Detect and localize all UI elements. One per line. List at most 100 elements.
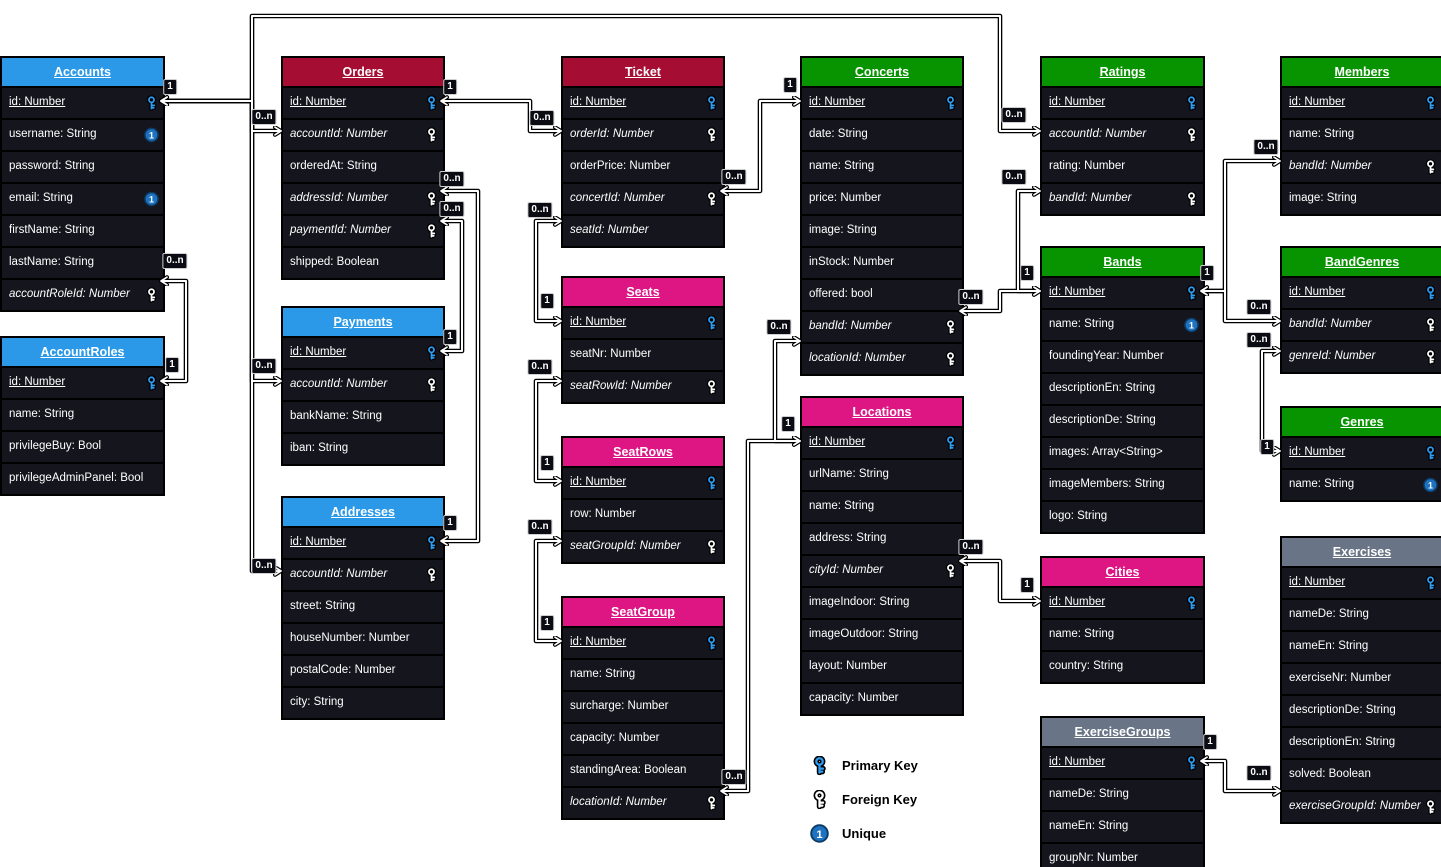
- field-row[interactable]: id: Number: [563, 626, 723, 658]
- field-row[interactable]: standingArea: Boolean: [563, 754, 723, 786]
- field-row[interactable]: name: String: [1042, 618, 1203, 650]
- field-row[interactable]: id: Number: [1042, 276, 1203, 308]
- field-row[interactable]: concertId: Number: [563, 182, 723, 214]
- field-row[interactable]: id: Number: [1042, 746, 1203, 778]
- field-row[interactable]: accountId: Number: [1042, 118, 1203, 150]
- entity-concerts[interactable]: Concerts id: Number date: String name: S…: [800, 56, 964, 376]
- field-row[interactable]: locationId: Number: [563, 786, 723, 818]
- field-row[interactable]: exerciseNr: Number: [1282, 662, 1441, 694]
- entity-title[interactable]: Bands: [1042, 248, 1203, 276]
- field-row[interactable]: groupNr: Number: [1042, 842, 1203, 867]
- field-row[interactable]: addressId: Number: [283, 182, 443, 214]
- entity-title[interactable]: AccountRoles: [2, 338, 163, 366]
- entity-title[interactable]: Addresses: [283, 498, 443, 526]
- entity-title[interactable]: Ticket: [563, 58, 723, 86]
- field-row[interactable]: imageMembers: String: [1042, 468, 1203, 500]
- field-row[interactable]: nameEn: String: [1042, 810, 1203, 842]
- field-row[interactable]: bandId: Number: [802, 310, 962, 342]
- field-row[interactable]: row: Number: [563, 498, 723, 530]
- field-row[interactable]: country: String: [1042, 650, 1203, 682]
- entity-title[interactable]: Accounts: [2, 58, 163, 86]
- field-row[interactable]: solved: Boolean: [1282, 758, 1441, 790]
- field-row[interactable]: descriptionEn: String: [1282, 726, 1441, 758]
- entity-ticket[interactable]: Ticket id: Number orderId: Number orderP…: [561, 56, 725, 248]
- field-row[interactable]: price: Number: [802, 182, 962, 214]
- field-row[interactable]: capacity: Number: [802, 682, 962, 714]
- field-row[interactable]: image: String: [802, 214, 962, 246]
- field-row[interactable]: id: Number: [563, 86, 723, 118]
- field-row[interactable]: descriptionEn: String: [1042, 372, 1203, 404]
- field-row[interactable]: surcharge: Number: [563, 690, 723, 722]
- entity-title[interactable]: SeatGroup: [563, 598, 723, 626]
- field-row[interactable]: name: String: [563, 658, 723, 690]
- field-row[interactable]: id: Number: [802, 426, 962, 458]
- field-row[interactable]: iban: String: [283, 432, 443, 464]
- field-row[interactable]: id: Number: [2, 86, 163, 118]
- field-row[interactable]: name: String: [1282, 118, 1441, 150]
- entity-title[interactable]: Members: [1282, 58, 1441, 86]
- field-row[interactable]: bankName: String: [283, 400, 443, 432]
- field-row[interactable]: houseNumber: Number: [283, 622, 443, 654]
- field-row[interactable]: lastName: String: [2, 246, 163, 278]
- field-row[interactable]: descriptionDe: String: [1042, 404, 1203, 436]
- entity-accounts[interactable]: Accounts id: Number username: String 1 p…: [0, 56, 165, 312]
- field-row[interactable]: street: String: [283, 590, 443, 622]
- field-row[interactable]: username: String 1: [2, 118, 163, 150]
- entity-seatgroup[interactable]: SeatGroup id: Number name: String surcha…: [561, 596, 725, 820]
- field-row[interactable]: shipped: Boolean: [283, 246, 443, 278]
- field-row[interactable]: locationId: Number: [802, 342, 962, 374]
- field-row[interactable]: password: String: [2, 150, 163, 182]
- field-row[interactable]: address: String: [802, 522, 962, 554]
- field-row[interactable]: images: Array<String>: [1042, 436, 1203, 468]
- field-row[interactable]: id: Number: [1282, 86, 1441, 118]
- field-row[interactable]: accountId: Number: [283, 118, 443, 150]
- entity-title[interactable]: Genres: [1282, 408, 1441, 436]
- field-row[interactable]: inStock: Number: [802, 246, 962, 278]
- entity-title[interactable]: ExerciseGroups: [1042, 718, 1203, 746]
- field-row[interactable]: cityId: Number: [802, 554, 962, 586]
- field-row[interactable]: seatNr: Number: [563, 338, 723, 370]
- field-row[interactable]: rating: Number: [1042, 150, 1203, 182]
- field-row[interactable]: image: String: [1282, 182, 1441, 214]
- entity-title[interactable]: Orders: [283, 58, 443, 86]
- entity-members[interactable]: Members id: Number name: String bandId: …: [1280, 56, 1441, 216]
- field-row[interactable]: id: Number: [802, 86, 962, 118]
- field-row[interactable]: privilegeAdminPanel: Bool: [2, 462, 163, 494]
- field-row[interactable]: orderId: Number: [563, 118, 723, 150]
- entity-title[interactable]: Payments: [283, 308, 443, 336]
- entity-title[interactable]: SeatRows: [563, 438, 723, 466]
- field-row[interactable]: email: String 1: [2, 182, 163, 214]
- field-row[interactable]: bandId: Number: [1282, 308, 1441, 340]
- field-row[interactable]: orderPrice: Number: [563, 150, 723, 182]
- entity-title[interactable]: Cities: [1042, 558, 1203, 586]
- entity-ratings[interactable]: Ratings id: Number accountId: Number rat…: [1040, 56, 1205, 216]
- field-row[interactable]: id: Number: [1042, 586, 1203, 618]
- field-row[interactable]: bandId: Number: [1042, 182, 1203, 214]
- field-row[interactable]: seatGroupId: Number: [563, 530, 723, 562]
- field-row[interactable]: imageIndoor: String: [802, 586, 962, 618]
- entity-title[interactable]: Concerts: [802, 58, 962, 86]
- entity-exercisegroups[interactable]: ExerciseGroups id: Number nameDe: String…: [1040, 716, 1205, 867]
- field-row[interactable]: accountId: Number: [283, 368, 443, 400]
- field-row[interactable]: id: Number: [283, 86, 443, 118]
- entity-payments[interactable]: Payments id: Number accountId: Number ba…: [281, 306, 445, 466]
- field-row[interactable]: id: Number: [283, 526, 443, 558]
- field-row[interactable]: paymentId: Number: [283, 214, 443, 246]
- entity-title[interactable]: Seats: [563, 278, 723, 306]
- field-row[interactable]: id: Number: [563, 306, 723, 338]
- field-row[interactable]: imageOutdoor: String: [802, 618, 962, 650]
- field-row[interactable]: postalCode: Number: [283, 654, 443, 686]
- field-row[interactable]: nameDe: String: [1042, 778, 1203, 810]
- entity-orders[interactable]: Orders id: Number accountId: Number orde…: [281, 56, 445, 280]
- field-row[interactable]: id: Number: [563, 466, 723, 498]
- field-row[interactable]: name: String: [2, 398, 163, 430]
- field-row[interactable]: name: String 1: [1282, 468, 1441, 500]
- entity-title[interactable]: Exercises: [1282, 538, 1441, 566]
- entity-exercises[interactable]: Exercises id: Number nameDe: String name…: [1280, 536, 1441, 824]
- field-row[interactable]: city: String: [283, 686, 443, 718]
- entity-seatrows[interactable]: SeatRows id: Number row: Number seatGrou…: [561, 436, 725, 564]
- field-row[interactable]: firstName: String: [2, 214, 163, 246]
- entity-title[interactable]: Ratings: [1042, 58, 1203, 86]
- field-row[interactable]: nameEn: String: [1282, 630, 1441, 662]
- field-row[interactable]: capacity: Number: [563, 722, 723, 754]
